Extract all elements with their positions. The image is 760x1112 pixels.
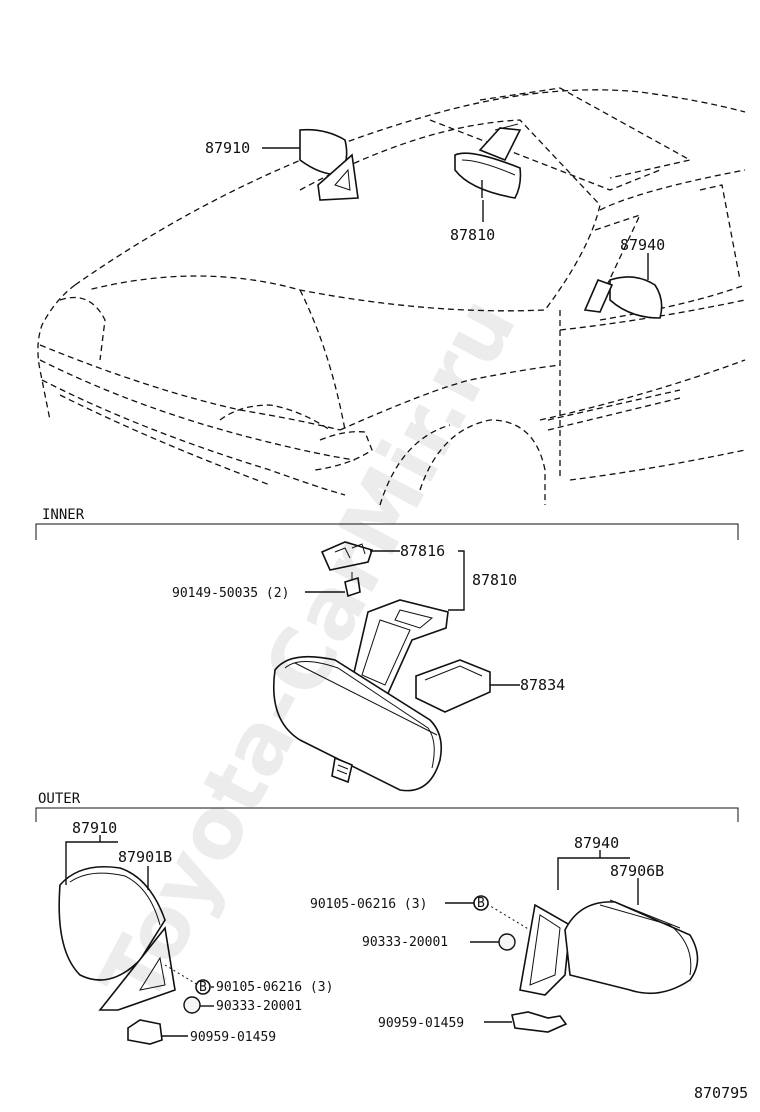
watermark: Toyota-CarMir.ru xyxy=(81,282,535,1019)
right-screw-marker-letter: B xyxy=(477,896,485,911)
callout-90333-right: 90333-20001 xyxy=(362,935,448,950)
car-outline xyxy=(37,87,746,506)
overview-outer-mirror-left xyxy=(299,128,359,201)
callout-90959-right: 90959-01459 xyxy=(378,1016,464,1031)
left-screw-marker xyxy=(195,979,211,995)
section-frame-inner xyxy=(35,523,739,540)
callout-87910-top: 87910 xyxy=(205,139,250,157)
section-frame-outer xyxy=(35,807,739,822)
callout-90333-left: 90333-20001 xyxy=(216,999,302,1014)
inner-mirror-body xyxy=(272,655,443,792)
callout-87940-top: 87940 xyxy=(620,236,665,254)
outer-mirror-right xyxy=(511,899,699,1033)
inner-bracket-plate xyxy=(320,541,374,571)
callout-90959-left: 90959-01459 xyxy=(190,1030,276,1045)
right-plug xyxy=(498,933,516,951)
callout-87940-outer: 87940 xyxy=(574,834,619,852)
callout-87816: 87816 xyxy=(400,542,445,560)
callout-87906b: 87906B xyxy=(610,862,664,880)
leader-87810-inner xyxy=(448,550,465,611)
leader-87940-outer xyxy=(557,850,630,890)
callout-87901b: 87901B xyxy=(118,848,172,866)
left-plug xyxy=(183,996,201,1014)
left-screw-marker-letter: B xyxy=(199,980,207,995)
right-screw-dotted xyxy=(486,903,531,931)
outer-mirror-left xyxy=(58,865,176,1045)
callout-87810-inner: 87810 xyxy=(472,571,517,589)
callout-90105-right: 90105-06216 (3) xyxy=(310,897,427,912)
inner-cover xyxy=(415,659,491,713)
inner-screw xyxy=(344,572,361,598)
overview-inner-mirror xyxy=(454,123,522,199)
section-label-inner: INNER xyxy=(42,507,85,523)
callout-90149-50035: 90149-50035 (2) xyxy=(172,586,289,601)
left-screw-dotted xyxy=(164,964,199,986)
overview-outer-mirror-right xyxy=(583,276,663,319)
diagram-code: 870795 xyxy=(694,1084,748,1102)
callout-87910-outer: 87910 xyxy=(72,819,117,837)
section-label-outer: OUTER xyxy=(38,791,81,807)
callout-90105-left: 90105-06216 (3) xyxy=(216,980,333,995)
callout-87810-top: 87810 xyxy=(450,226,495,244)
leader-87910-outer xyxy=(65,835,118,885)
callout-87834: 87834 xyxy=(520,676,565,694)
